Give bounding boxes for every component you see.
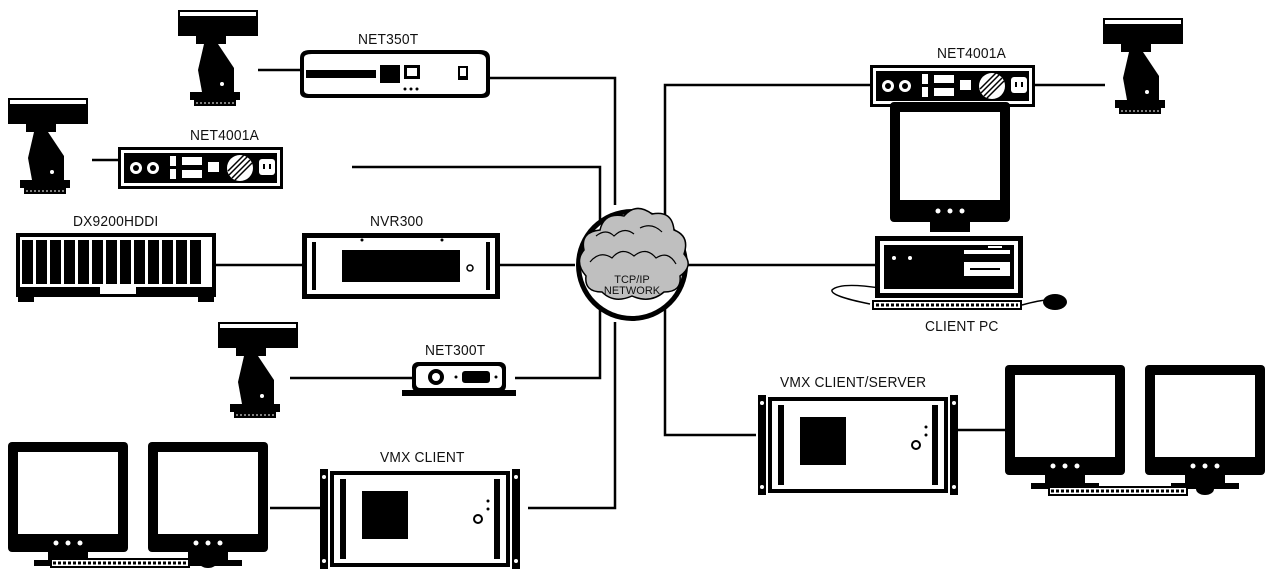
monitor-bottom-left-1: [8, 442, 128, 566]
mouse-bottom-left: [191, 548, 217, 568]
monitor-right-2: [1145, 365, 1265, 489]
mouse-right: [1189, 478, 1214, 495]
monitor-bottom-left-2: [148, 442, 268, 566]
keyboard-right: [1046, 484, 1190, 498]
net350t-device: [300, 50, 490, 98]
ptz-camera-top: [177, 9, 259, 107]
label-client-pc: CLIENT PC: [925, 318, 999, 335]
label-net4001a-left: NET4001A: [190, 127, 259, 144]
label-net4001a-right: NET4001A: [937, 45, 1006, 62]
monitor-right-1: [1005, 365, 1125, 489]
vmx-client-server-device: [757, 394, 959, 496]
network-links: [92, 68, 1105, 510]
label-net350t: NET350T: [358, 31, 419, 48]
ptz-camera-bottom: [217, 321, 299, 419]
tcp-ip-network-cloud: [576, 207, 689, 321]
net4001a-right-device: [869, 64, 1036, 108]
keyboard-bottom-left: [48, 556, 192, 570]
label-dx9200hddi: DX9200HDDI: [73, 213, 159, 230]
link-net4001a-right: [663, 83, 870, 228]
link-net300t: [515, 305, 602, 380]
link-vmx-client: [528, 322, 617, 510]
net4001a-left-device: [117, 146, 284, 190]
vmx-client-device: [319, 468, 521, 570]
ptz-camera-left: [7, 97, 89, 195]
label-vmx-client: VMX CLIENT: [380, 449, 465, 466]
label-vmx-client-server: VMX CLIENT/SERVER: [780, 374, 927, 391]
label-nvr300: NVR300: [370, 213, 424, 230]
nvr300-device: [302, 233, 500, 299]
network-label-line2: NETWORK: [603, 285, 661, 297]
link-net4001a-left: [352, 165, 602, 228]
net300t-device: [402, 362, 516, 396]
link-net350t: [490, 76, 617, 205]
label-net300t: NET300T: [425, 342, 486, 359]
network-label-line1: TCP/IP: [614, 274, 650, 286]
dx9200hddi-device: [16, 233, 216, 302]
ptz-camera-right: [1102, 17, 1184, 115]
client-pc: [831, 102, 1067, 310]
link-vmx-client-server: [663, 305, 756, 437]
